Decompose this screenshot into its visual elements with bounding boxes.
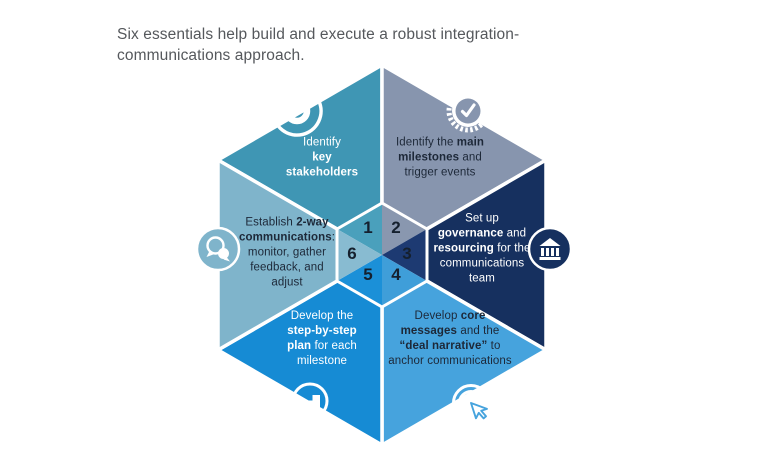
center-triangle-2 xyxy=(382,203,427,255)
center-number-4: 4 xyxy=(391,265,401,284)
center-hexagon-outline xyxy=(335,201,429,309)
center-triangle-4 xyxy=(382,255,427,307)
page-title: Six essentials help build and execute a … xyxy=(117,24,519,66)
page-title-line2: communications approach. xyxy=(117,47,305,64)
center-triangle-5 xyxy=(337,255,382,307)
center-number-3: 3 xyxy=(402,244,412,263)
center-number-1: 1 xyxy=(363,218,373,237)
stairs-icon xyxy=(291,382,329,420)
page-title-line1: Six essentials help build and execute a … xyxy=(117,26,520,43)
center-hexagon xyxy=(335,201,429,309)
center-triangle-1 xyxy=(337,203,382,255)
center-triangle-3 xyxy=(382,229,427,281)
center-number-5: 5 xyxy=(363,265,373,284)
center-triangle-6 xyxy=(337,229,382,281)
magnifier-stakeholder-icon xyxy=(271,79,323,137)
target-cursor-icon xyxy=(452,384,490,422)
center-number-2: 2 xyxy=(391,218,401,237)
center-number-6: 6 xyxy=(347,244,357,263)
speech-bubbles-icon xyxy=(195,226,241,272)
bank-icon xyxy=(527,226,573,272)
gear-check-badge-icon xyxy=(446,89,490,133)
